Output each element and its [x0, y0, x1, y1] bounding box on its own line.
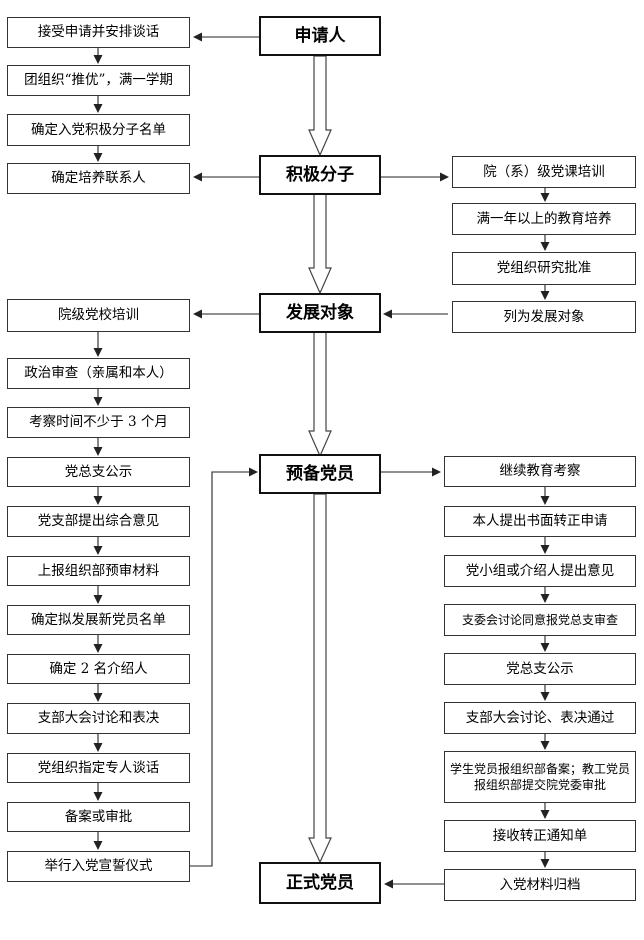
stage-probationary-member: 预备党员 [259, 454, 381, 494]
connector-oath-to-probationary [190, 467, 258, 867]
stage-full-member: 正式党员 [259, 862, 381, 904]
step-box: 备案或审批 [7, 802, 190, 832]
step-box: 接受申请并安排谈话 [7, 17, 190, 48]
stage-applicant: 申请人 [259, 16, 381, 56]
step-box: 确定培养联系人 [7, 163, 190, 194]
step-box: 党组织指定专人谈话 [7, 753, 190, 783]
step-box: 确定 2 名介绍人 [7, 654, 190, 684]
step-box: 确定入党积极分子名单 [7, 114, 190, 146]
step-box: 考察时间不少于 3 个月 [7, 407, 190, 438]
step-box: 支部大会讨论、表决通过 [444, 702, 636, 734]
step-box: 党组织研究批准 [452, 252, 636, 285]
step-box: 本人提出书面转正申请 [444, 506, 636, 537]
step-box: 接收转正通知单 [444, 820, 636, 852]
hollow-arrow-applicant-to-activist [308, 55, 332, 157]
hollow-arrow-probationary-to-full [308, 493, 332, 864]
hollow-arrow-activist-to-target [308, 191, 332, 295]
step-box: 满一年以上的教育培养 [452, 203, 636, 235]
stage-activist: 积极分子 [259, 155, 381, 195]
step-box: 入党材料归档 [444, 869, 636, 901]
step-box: 支部大会讨论和表决 [7, 703, 190, 734]
hollow-arrow-target-to-probationary [308, 330, 332, 458]
step-box: 列为发展对象 [452, 301, 636, 333]
step-box: 举行入党宣誓仪式 [7, 851, 190, 882]
step-box: 团组织“推优”，满一学期 [7, 65, 190, 96]
step-box: 院级党校培训 [7, 299, 190, 332]
stage-development-target: 发展对象 [259, 293, 381, 333]
step-box: 继续教育考察 [444, 456, 636, 487]
step-box: 支委会讨论同意报党总支审查 [444, 604, 636, 636]
step-box: 政治审查（亲属和本人） [7, 358, 190, 389]
step-box: 确定拟发展新党员名单 [7, 605, 190, 635]
step-box: 上报组织部预审材料 [7, 556, 190, 586]
step-box: 院（系）级党课培训 [452, 156, 636, 188]
step-box: 学生党员报组织部备案；教工党员报组织部提交院党委审批 [444, 751, 636, 803]
step-box: 党支部提出综合意见 [7, 506, 190, 537]
step-box: 党小组或介绍人提出意见 [444, 555, 636, 587]
step-box: 党总支公示 [7, 457, 190, 487]
step-box: 党总支公示 [444, 653, 636, 685]
